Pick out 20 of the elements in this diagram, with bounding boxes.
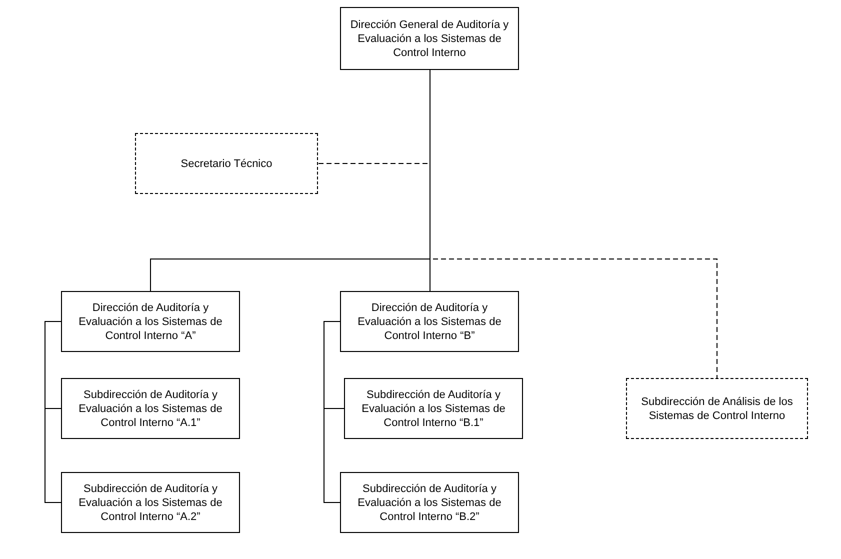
connector-line (324, 321, 340, 503)
unit-name: Subdirección de Auditoría y Evaluación a los Sistemas de Control Interno “A.2” (78, 482, 224, 524)
unit-name: Dirección General de Auditoría y Evaluación a los Sistemas de Control Interno (349, 18, 510, 60)
org-unit-box (135, 133, 318, 194)
org-unit-box (344, 378, 523, 439)
org-unit-box (61, 378, 240, 439)
unit-name: Subdirección de Auditoría y Evaluación a los Sistemas de Control Interno “B.1” (360, 388, 506, 430)
org-unit-box (340, 7, 519, 70)
unit-name: Subdirección de Auditoría y Evaluación a los Sistemas de Control Interno “A.1” (78, 388, 224, 430)
unit-name: Subdirección de Auditoría y Evaluación a los Sistemas de Control Interno “B.2” (356, 482, 502, 524)
org-unit-box (340, 291, 519, 352)
unit-name: Dirección de Auditoría y Evaluación a los Sistemas de Control Interno “B” (356, 300, 502, 342)
unit-name: Subdirección de Análisis de los Sistemas de Control Interno (640, 394, 794, 422)
org-unit-box (61, 291, 240, 352)
unit-name: Dirección de Auditoría y Evaluación a los Sistemas de Control Interno “A” (78, 300, 224, 342)
unit-name: Secretario Técnico (180, 156, 272, 170)
org-unit-box (340, 472, 519, 533)
connector-line (44, 321, 62, 503)
org-unit-box (61, 472, 240, 533)
org-unit-box (626, 378, 808, 439)
